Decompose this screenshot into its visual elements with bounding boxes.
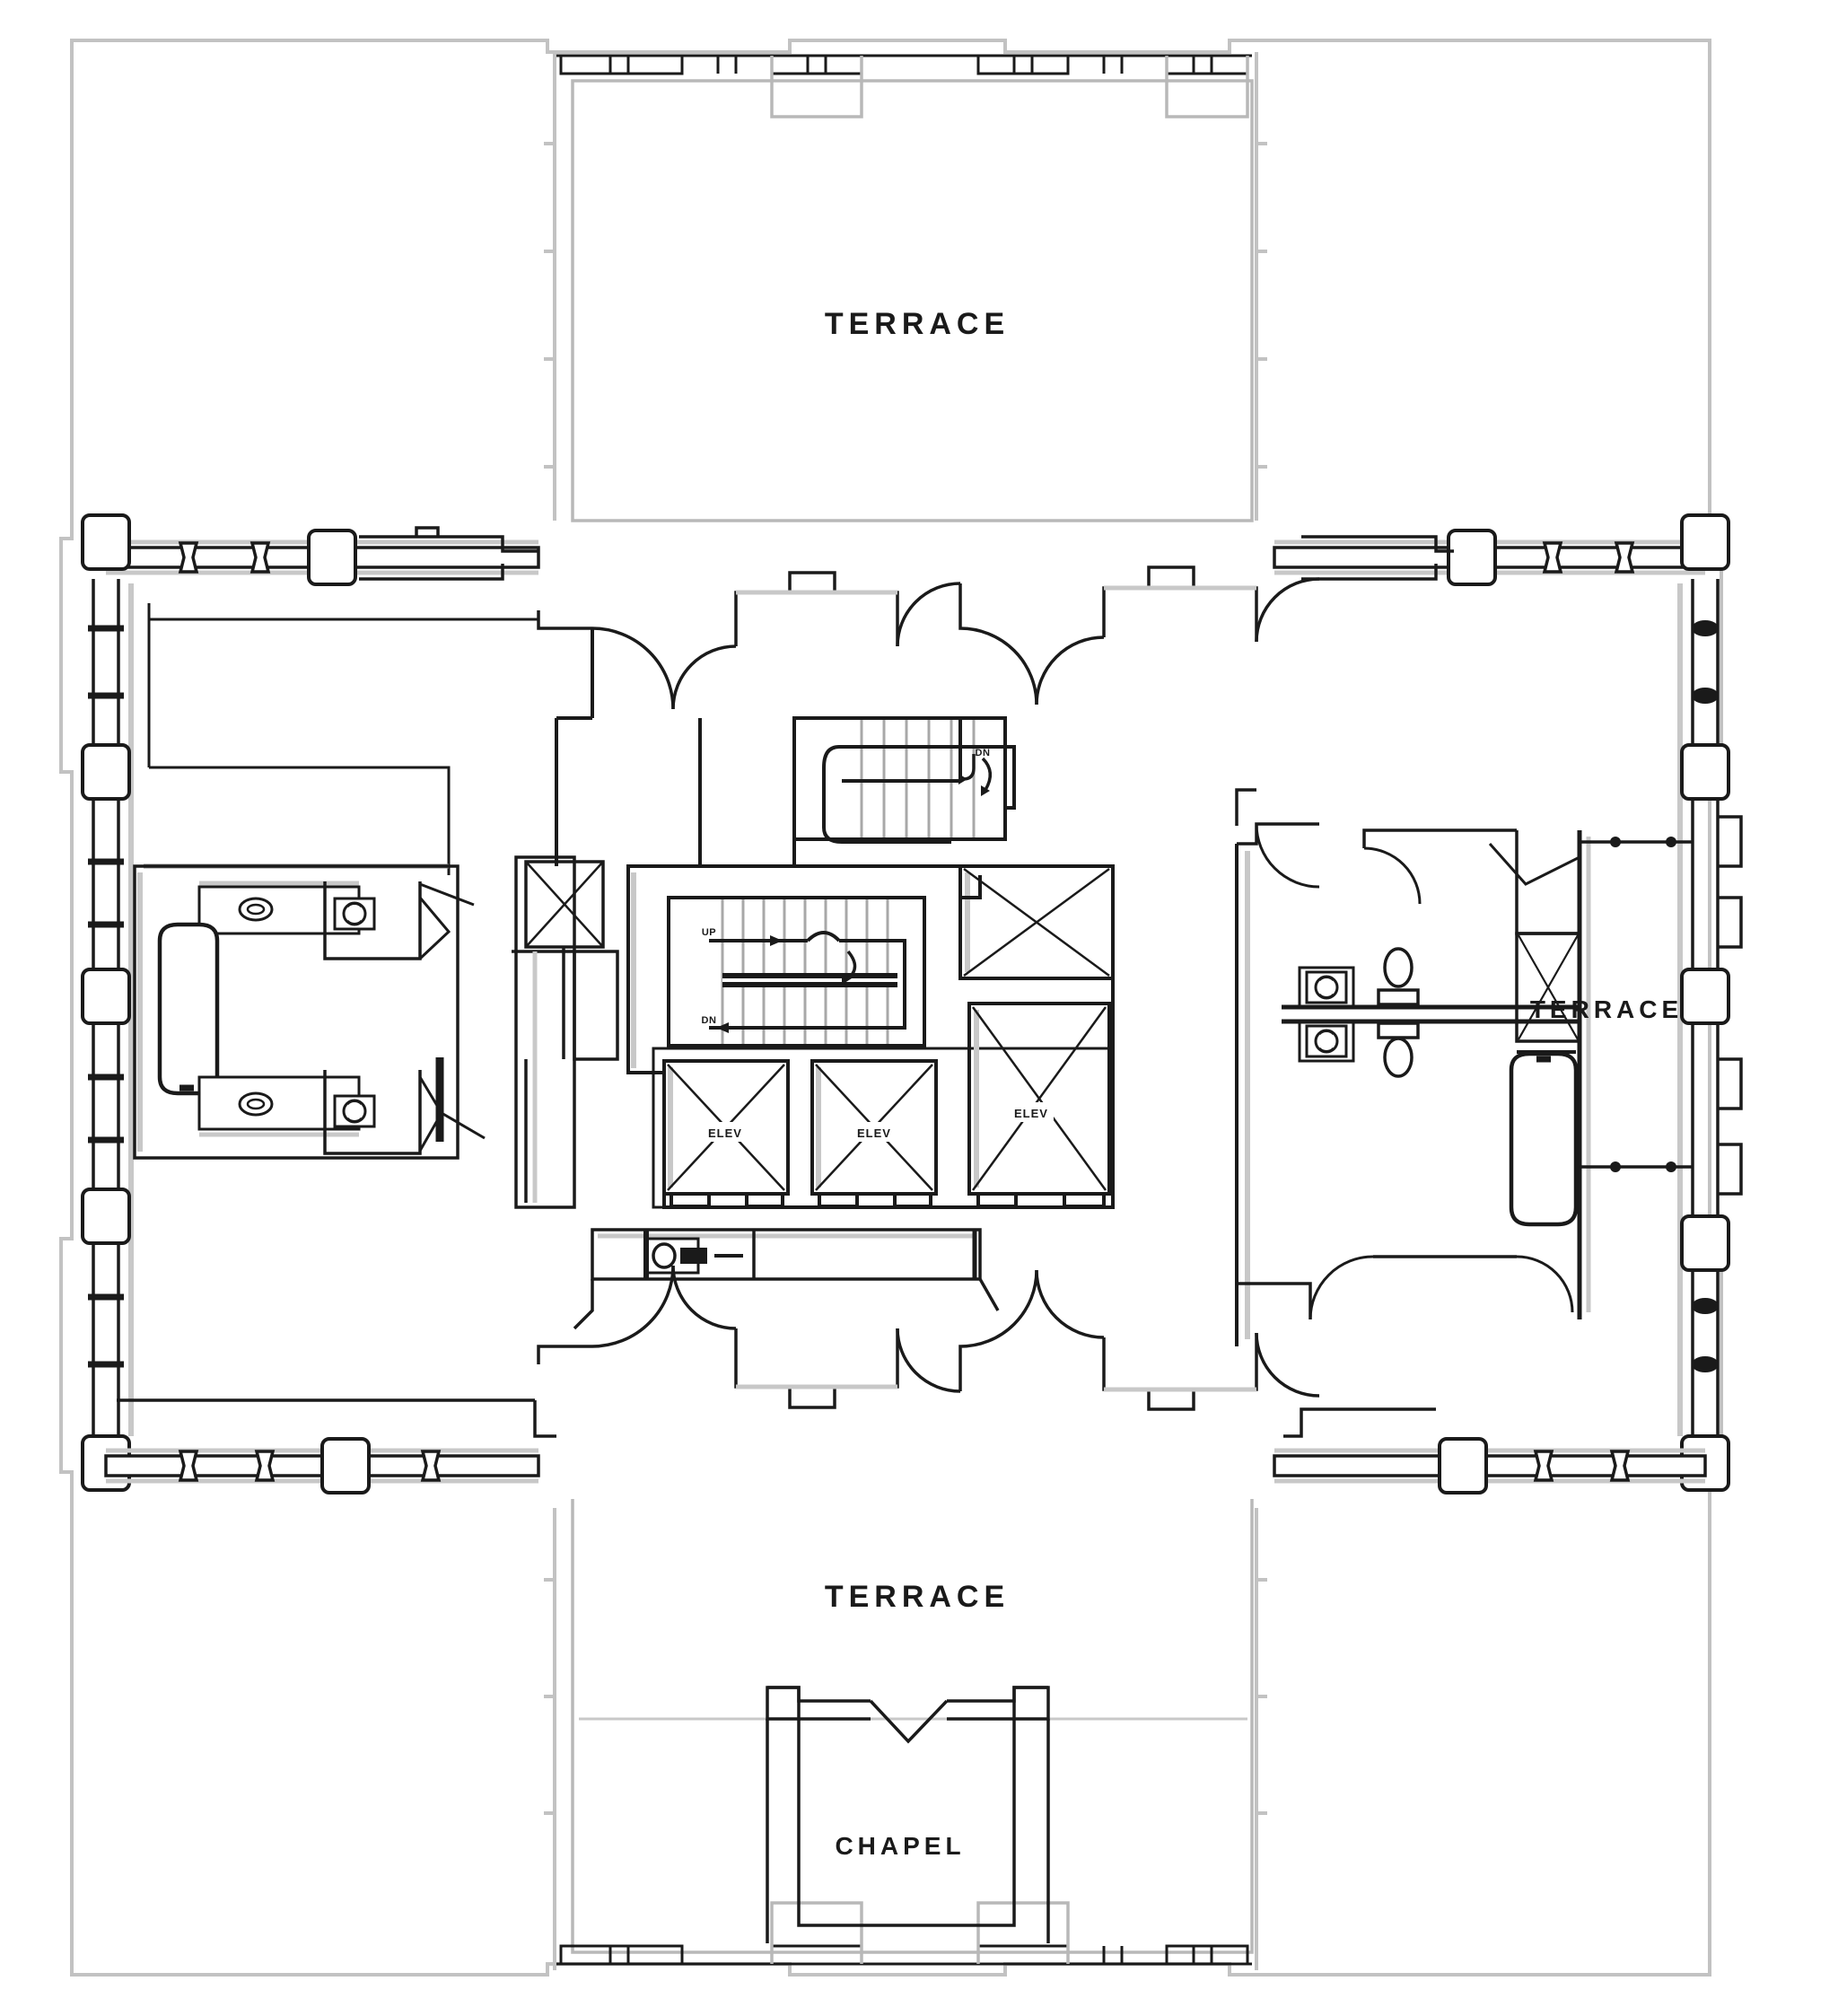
east-wall-columns xyxy=(1680,620,1743,1372)
east-unit xyxy=(1235,788,1693,1346)
south-corridor-doors xyxy=(537,1265,1320,1411)
slab-outline xyxy=(59,39,1723,1977)
bathtub xyxy=(157,922,220,1096)
terrace-north-label: TERRACE xyxy=(825,307,1010,341)
elevator-3-label: ELEV xyxy=(1014,1107,1048,1120)
quadrant-ghost-lines xyxy=(544,52,1267,1970)
stair-up-label: UP xyxy=(702,927,716,938)
mech-shaft-ne xyxy=(958,864,1115,980)
sink-column xyxy=(1377,947,1420,1078)
elevator-2-label: ELEV xyxy=(857,1126,891,1140)
north-corridor-doors xyxy=(537,565,1320,710)
elevator-bank: ELEV ELEV ELEV xyxy=(652,1002,1115,1209)
west-vestibule xyxy=(512,855,619,1209)
west-wall-mullions xyxy=(81,625,131,1368)
elevator-1-label: ELEV xyxy=(708,1126,742,1140)
chapel-label: CHAPEL xyxy=(835,1832,965,1860)
sink-fixture xyxy=(238,897,274,922)
west-exterior-wall xyxy=(81,579,134,1436)
south-exterior-wall xyxy=(104,1398,1707,1494)
elevator-cab-1: ELEV xyxy=(662,1059,790,1208)
central-core: DN UP xyxy=(555,628,1115,1330)
west-bathroom xyxy=(133,864,486,1160)
east-exterior-wall xyxy=(1677,579,1743,1436)
chapel-enclosure: CHAPEL xyxy=(766,1686,1050,1943)
toilet-fixture xyxy=(333,1094,376,1128)
stair-dn-label: DN xyxy=(702,1015,717,1026)
sink-fixture xyxy=(238,1091,274,1117)
service-room xyxy=(573,1228,1000,1330)
terrace-east-label: TERRACE xyxy=(1530,995,1683,1023)
toilet-fixture xyxy=(1305,970,1348,1004)
terrace-south-label: TERRACE xyxy=(825,1580,1010,1614)
south-terrace xyxy=(556,1499,1254,1966)
bathtub xyxy=(1509,1051,1579,1227)
elevator-cab-2: ELEV xyxy=(810,1059,938,1208)
toilet-fixture xyxy=(1305,1024,1348,1058)
stair-dn-label-upper: DN xyxy=(976,748,991,758)
toilet-fixture xyxy=(333,897,376,931)
lower-stair: UP DN xyxy=(667,896,926,1047)
north-terrace-parapet xyxy=(556,54,1254,522)
elevator-cab-3: ELEV xyxy=(967,1002,1111,1208)
